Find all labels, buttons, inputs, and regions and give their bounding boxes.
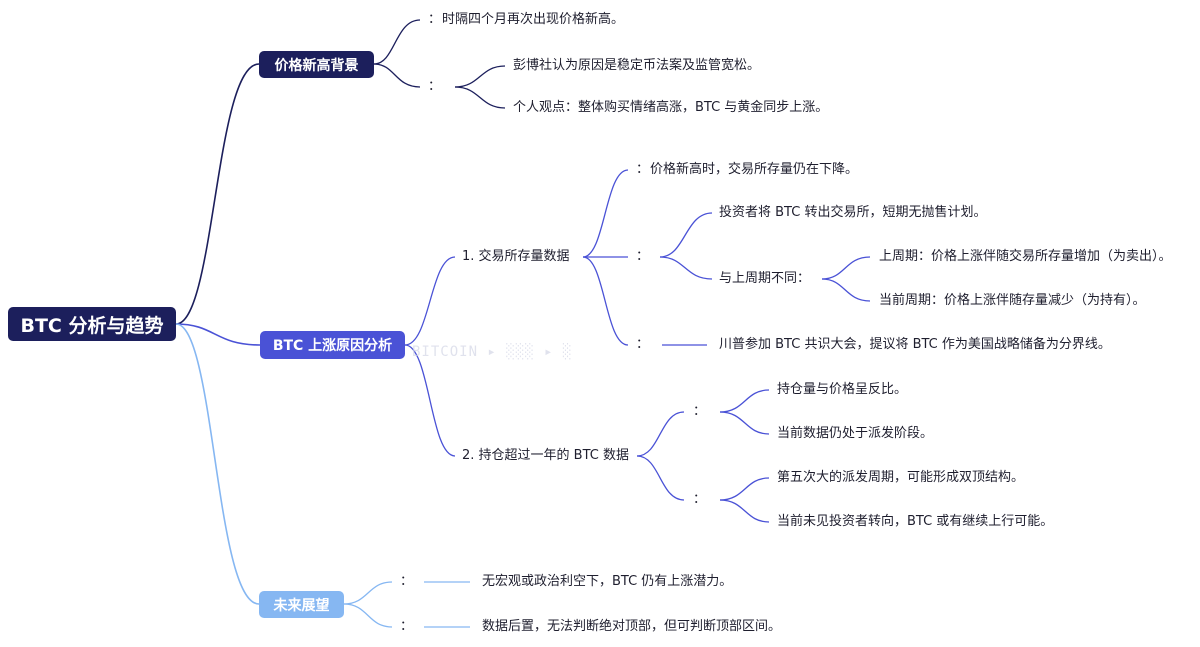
connector-holding-g1 [636, 411, 685, 457]
connector-g1-b [719, 411, 770, 435]
cycle-current[interactable]: 当前周期：价格上涨伴随存量减少（为持有）。 [879, 293, 1146, 308]
connector-outlook-p2 [343, 603, 393, 628]
branch-node-reasons[interactable]: BTC 上涨原因分析 [260, 331, 405, 359]
connector-g1-a [719, 389, 770, 413]
branch-node-outlook[interactable]: 未来展望 [259, 591, 344, 618]
watermark: BITCOIN ▸ ░░░ ▸ ░ [412, 344, 573, 360]
colon-label: ： [400, 574, 414, 589]
outlook-point2[interactable]: 数据后置，无法判断绝对顶部，但可判断顶部区间。 [482, 619, 782, 634]
colon-label: ： [636, 249, 650, 264]
colon-label: ： [428, 12, 442, 27]
connector-cycle-a [821, 256, 871, 280]
colon-label: ： [693, 492, 707, 507]
colon-label: ： [693, 404, 707, 419]
connector-g2-a [719, 477, 770, 501]
connector-root-outlook [175, 323, 260, 605]
colon-label: ： [400, 619, 414, 634]
holding-g2-a[interactable]: 第五次大的派发周期，可能形成双顶结构。 [777, 470, 1025, 485]
connector-cycle-b [821, 278, 871, 302]
exchange-title[interactable]: 1. 交易所存量数据 [462, 249, 570, 264]
connector-exchange-p3 [582, 256, 629, 346]
bg-point1[interactable]: 时隔四个月再次出现价格新高。 [442, 12, 625, 27]
exchange-point3[interactable]: 川普参加 BTC 共识大会，提议将 BTC 作为美国战略储备为分界线。 [719, 337, 1111, 352]
colon-label: ： [428, 79, 442, 94]
connector-root-reasons [175, 323, 261, 346]
colon-label: ： [636, 337, 650, 352]
bg-sub1[interactable]: 彭博社认为原因是稳定币法案及监管宽松。 [513, 58, 761, 73]
connector-bg-point2 [373, 63, 421, 88]
bg-sub2[interactable]: 个人观点：整体购买情绪高涨，BTC 与黄金同步上涨。 [513, 100, 829, 115]
connector-exchange-p1 [582, 169, 629, 258]
colon-label: ： [636, 162, 650, 177]
holding-g2-b[interactable]: 当前未见投资者转向，BTC 或有继续上行可能。 [777, 514, 1054, 529]
root-node[interactable]: BTC 分析与趋势 [8, 307, 176, 341]
connector-reasons-exchange [404, 256, 456, 346]
connector-bg-sub2 [454, 86, 506, 109]
exchange-sub1[interactable]: 投资者将 BTC 转出交易所，短期无抛售计划。 [719, 205, 987, 220]
outlook-point1[interactable]: 无宏观或政治利空下，BTC 仍有上涨潜力。 [482, 574, 733, 589]
connector-g2-b [719, 499, 770, 523]
connector-p2-sub2 [659, 256, 713, 280]
connector-outlook-p1 [343, 581, 393, 605]
holding-g1-b[interactable]: 当前数据仍处于派发阶段。 [777, 426, 934, 441]
connector-p2-sub1 [659, 212, 713, 258]
connector-holding-g2 [636, 455, 685, 501]
holding-title[interactable]: 2. 持仓超过一年的 BTC 数据 [462, 448, 629, 463]
cycle-previous[interactable]: 上周期：价格上涨伴随交易所存量增加（为卖出）。 [879, 249, 1172, 264]
holding-g1-a[interactable]: 持仓量与价格呈反比。 [777, 382, 908, 397]
connector-bg-sub1 [454, 65, 506, 88]
cycle-title[interactable]: 与上周期不同： [719, 271, 811, 286]
connector-root-background [175, 63, 260, 325]
branch-node-background[interactable]: 价格新高背景 [259, 51, 374, 78]
connector-reasons-holding [404, 344, 456, 457]
connector-bg-point1 [373, 19, 421, 65]
exchange-point1[interactable]: 价格新高时，交易所存量仍在下降。 [650, 162, 859, 177]
